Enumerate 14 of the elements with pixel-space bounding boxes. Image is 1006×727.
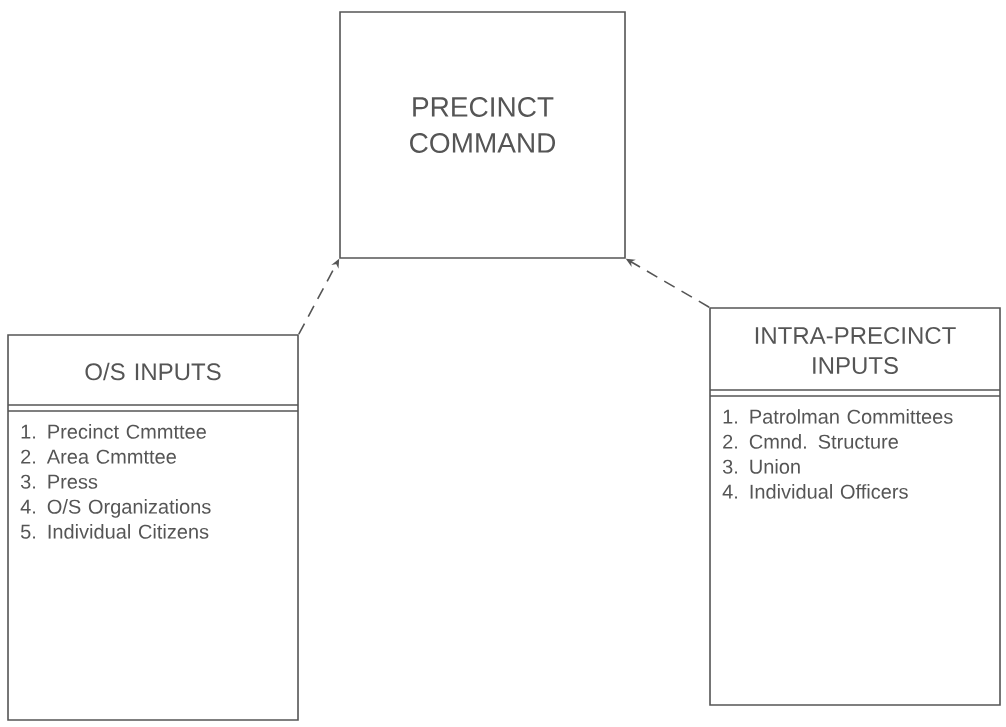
node-label: 2. Area Cmmttee xyxy=(21,449,176,464)
box-label: PRECINCT COMMAND xyxy=(410,97,556,153)
node-label: 5. Individual Citizens xyxy=(20,524,209,539)
node-label: 2. Cmnd. Structure xyxy=(723,434,898,449)
node-label: 1. Precinct Cmmttee xyxy=(21,424,206,439)
item-list: 1. Patrolman Committees 2. Cmnd. Structure 3. Union 4. Individual Officers xyxy=(722,409,953,499)
node-label: 1. Patrolman Committees xyxy=(723,409,953,424)
box-heading: O/S INPUTS xyxy=(85,362,221,381)
node-label: 4. O/S Organizations xyxy=(20,499,211,518)
item-list: 1. Precinct Cmmttee 2. Area Cmmttee 3. Press 4. O/S Organizations 5. Individual Citizens xyxy=(20,424,211,539)
node-label: 4. Individual Officers xyxy=(722,484,908,499)
node-label: 3. Union xyxy=(722,459,800,474)
node-label: 3. Press xyxy=(20,474,98,489)
box-heading: INTRA-PRECINCT INPUTS xyxy=(755,327,956,374)
